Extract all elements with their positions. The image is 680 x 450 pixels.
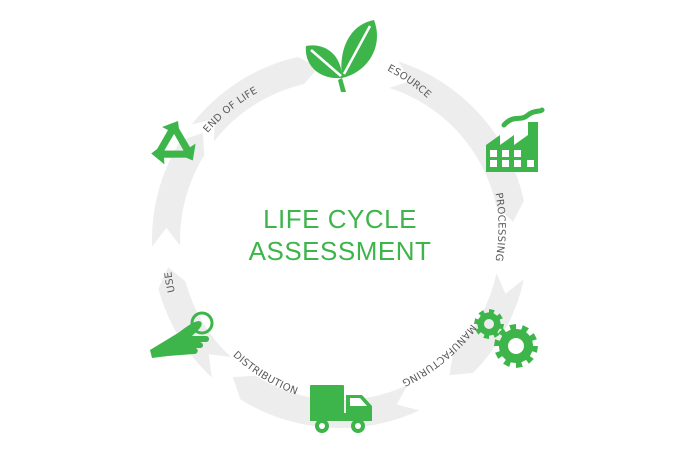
gear-small-icon — [474, 309, 504, 339]
recycle-arrow-icon — [156, 121, 180, 151]
gears-icon — [474, 309, 538, 368]
center-title-line-2: ASSESSMENT — [249, 236, 432, 266]
recycle-arrow-icon — [173, 126, 196, 161]
stage-label-use: USE — [163, 271, 177, 294]
factory-icon — [486, 107, 545, 172]
ring-segment-use — [151, 132, 205, 247]
hand-touch-icon — [150, 311, 214, 358]
stage-label-processing: PROCESSING — [492, 192, 506, 262]
truck-icon — [310, 385, 372, 433]
ring-segment-resources — [389, 61, 524, 222]
center-title-line-1: LIFE CYCLE — [263, 204, 417, 234]
ring-segment-processing — [449, 273, 524, 376]
recycle-arrow-icon — [151, 143, 189, 165]
recycle-icon — [151, 121, 196, 165]
leaf-icon — [305, 20, 378, 92]
gear-large-icon — [494, 324, 538, 368]
ring-segment-end-of-life — [191, 56, 319, 142]
